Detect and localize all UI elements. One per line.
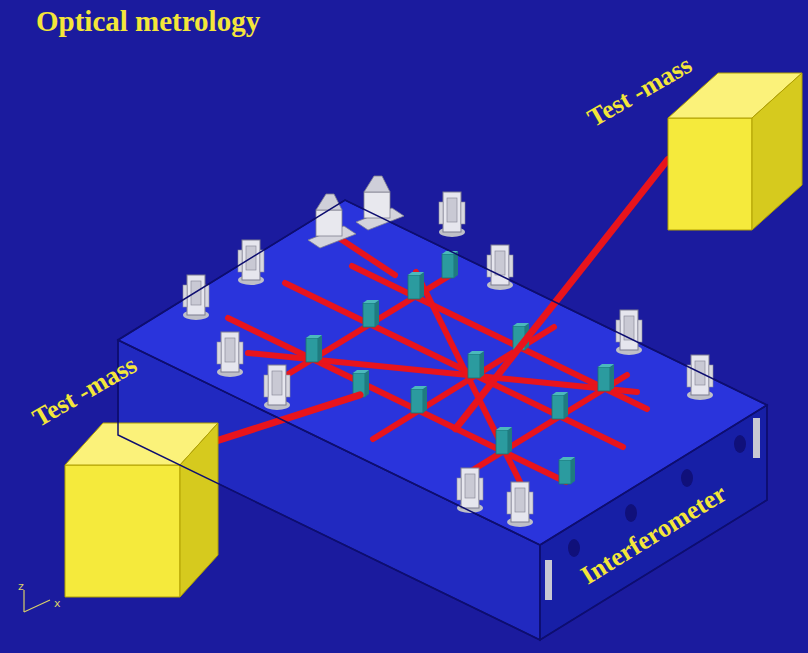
axis-line <box>23 590 24 612</box>
optic-element <box>552 392 568 419</box>
fiber-injector <box>356 176 404 230</box>
test-mass: Test -mass <box>668 73 802 230</box>
cube-side <box>180 423 218 597</box>
optic-element <box>411 386 427 413</box>
optic-element <box>559 457 575 484</box>
axis-label: z <box>18 580 24 593</box>
cube-shape <box>668 73 802 230</box>
bench-hole <box>625 504 637 522</box>
optic-element <box>598 364 614 391</box>
optic-mount <box>217 332 243 377</box>
bench-edge <box>539 545 541 640</box>
bench-hole <box>681 469 693 487</box>
bench-outline <box>118 200 767 640</box>
diagram-title: Optical metrology <box>36 6 260 38</box>
bench-label: Interferometer <box>576 479 732 590</box>
laser-beam <box>416 272 522 486</box>
optic-element <box>496 427 512 454</box>
bench-pad <box>753 418 760 458</box>
cube-shape <box>65 423 218 597</box>
laser-beam-link <box>218 395 360 440</box>
axis-line <box>24 600 50 612</box>
test-mass-label: Test -mass <box>28 351 142 433</box>
optic-mount <box>238 240 264 285</box>
optic-element <box>442 251 458 278</box>
axis-label: x <box>54 597 61 610</box>
laser-beam <box>285 283 623 447</box>
optic-element <box>468 351 484 378</box>
optic-mount <box>487 245 513 290</box>
bench-outline <box>118 200 767 640</box>
bench-pad <box>545 560 552 600</box>
optic-mount <box>616 310 642 355</box>
bench-hole <box>568 539 580 557</box>
optic-element <box>408 272 424 299</box>
laser-beam-link <box>455 159 668 428</box>
bench-hole <box>734 435 746 453</box>
cube-side <box>752 73 802 230</box>
cube-front <box>65 465 180 597</box>
optic-mount <box>264 365 290 410</box>
optic-mount <box>439 192 465 237</box>
optic-element <box>363 300 379 327</box>
cube-front <box>668 118 752 230</box>
test-mass: Test -mass <box>65 423 218 597</box>
optical-bench: Interferometer <box>118 200 767 640</box>
laser-beam <box>228 318 566 482</box>
optic-mount <box>507 482 533 527</box>
optic-element <box>306 335 322 362</box>
axis-glyph <box>24 590 50 612</box>
